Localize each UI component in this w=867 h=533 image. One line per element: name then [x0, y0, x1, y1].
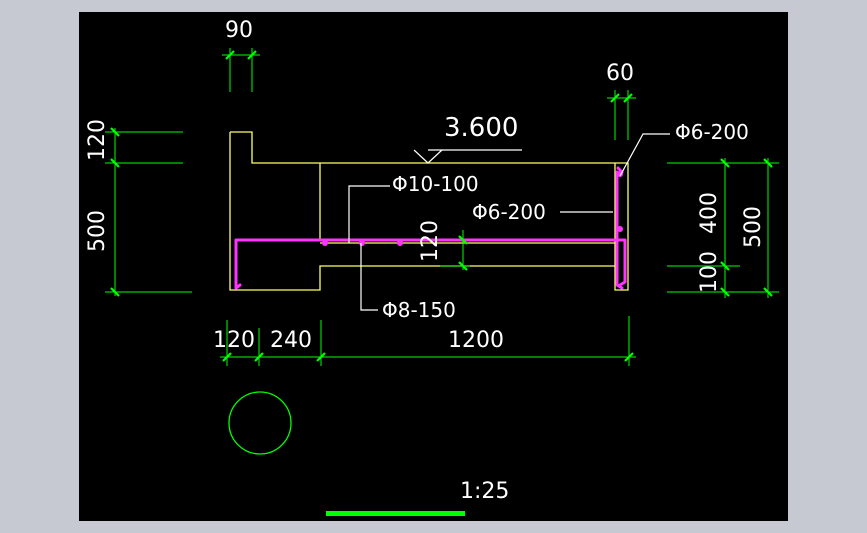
dim-mid-120: 120: [418, 220, 443, 262]
scale-label: 1:25: [460, 479, 509, 504]
rebar-label-r4: Φ8-150: [382, 298, 456, 322]
dim-bottom-240: 240: [270, 328, 312, 353]
dim-bottom-120: 120: [213, 328, 255, 353]
dimension-lines: [105, 48, 779, 366]
elevation-label: 3.600: [444, 113, 518, 143]
dim-top-60: 60: [606, 61, 634, 86]
scale-bar: [326, 511, 465, 516]
dim-right-100: 100: [697, 251, 722, 293]
dim-top-90: 90: [225, 18, 253, 43]
dim-right-400: 400: [697, 192, 722, 234]
dim-left-500: 500: [85, 210, 110, 252]
dimension-ticks: [110, 50, 773, 362]
dim-right-500: 500: [741, 206, 766, 248]
leader-lines: [348, 133, 670, 311]
rebar-label-r2: Φ10-100: [392, 172, 479, 196]
rebar-label-r3: Φ6-200: [472, 200, 546, 224]
dim-bottom-1200: 1200: [448, 328, 504, 353]
rebar-label-r1: Φ6-200: [675, 120, 749, 144]
section-circle: [228, 391, 292, 455]
dim-left-120: 120: [85, 119, 110, 161]
